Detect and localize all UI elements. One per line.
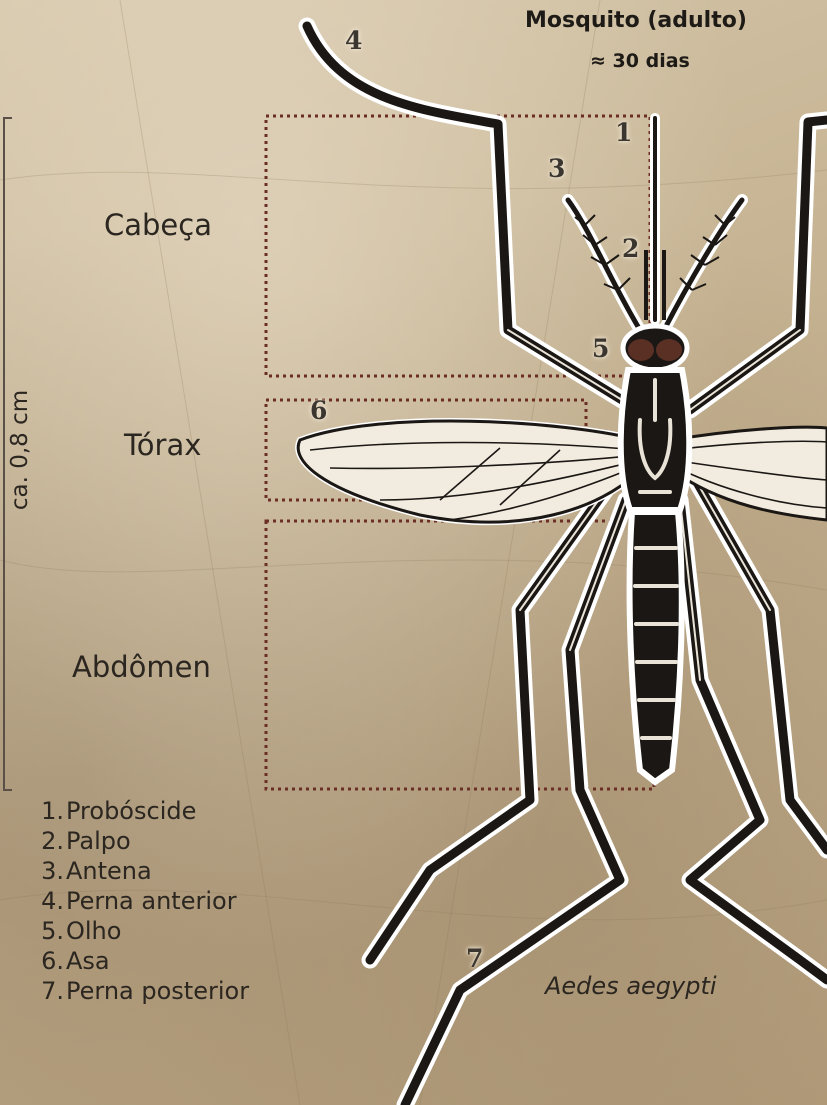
region-label-head: Cabeça	[104, 208, 212, 242]
legend-item: 7.Perna posterior	[36, 976, 249, 1006]
legend: 1.Probóscide 2.Palpo 3.Antena 4.Perna an…	[36, 796, 249, 1006]
legend-item: 1.Probóscide	[36, 796, 249, 826]
legend-item: 6.Asa	[36, 946, 249, 976]
eye	[628, 339, 654, 361]
callout-2: 2	[622, 234, 639, 263]
legend-item: 5.Olho	[36, 916, 249, 946]
region-label-thorax: Tórax	[124, 428, 201, 462]
diagram-title: Mosquito (adulto)	[525, 8, 747, 33]
wings	[298, 421, 827, 522]
callout-4: 4	[345, 26, 362, 55]
size-label: ca. 0,8 cm	[7, 390, 33, 510]
callout-1: 1	[615, 118, 632, 147]
legend-item: 2.Palpo	[36, 826, 249, 856]
callout-7: 7	[466, 944, 483, 973]
callout-3: 3	[548, 154, 565, 183]
region-label-abdomen: Abdômen	[72, 650, 211, 684]
legend-item: 4.Perna anterior	[36, 886, 249, 916]
callout-6: 6	[310, 396, 327, 425]
species-name: Aedes aegypti	[545, 972, 717, 1000]
lifespan-text: ≈ 30 dias	[590, 50, 690, 72]
callout-5: 5	[592, 334, 609, 363]
legend-item: 3.Antena	[36, 856, 249, 886]
